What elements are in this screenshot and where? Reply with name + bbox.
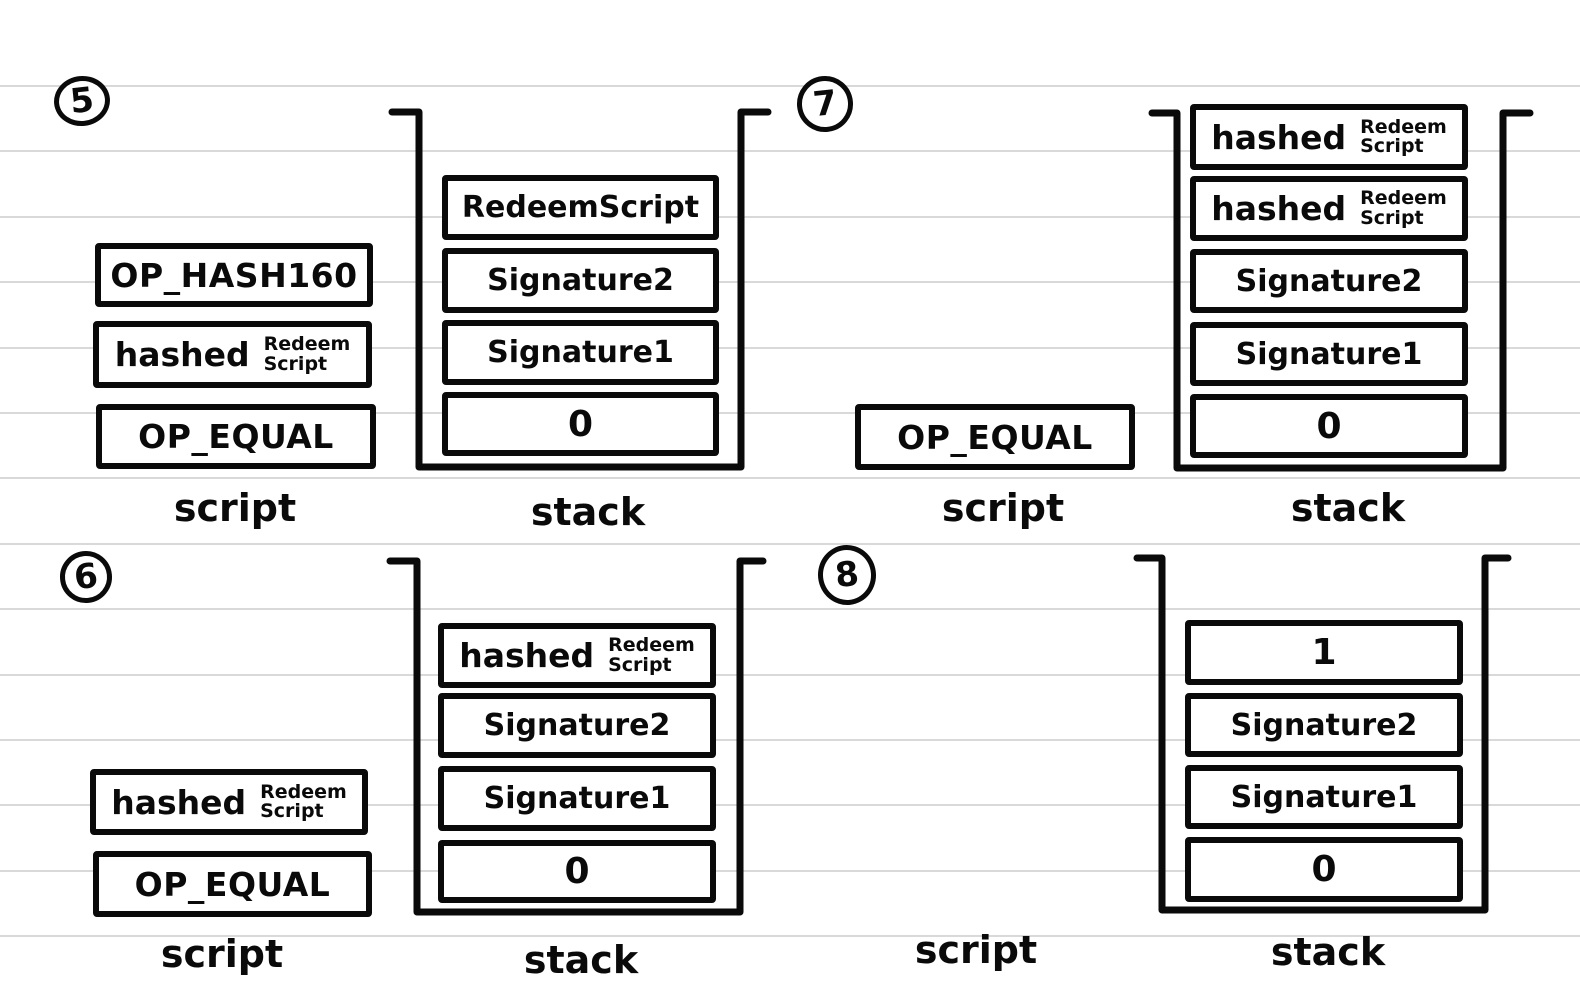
step-number: 8	[833, 553, 861, 597]
ruled-line	[0, 739, 1580, 741]
stack-item-box: 0	[442, 392, 719, 456]
stack-item-box: RedeemScript	[442, 175, 719, 240]
step-number-badge: 6	[57, 548, 115, 606]
script-column-label: script	[173, 486, 297, 530]
script-hashed-redeemscript-box: hashed Redeem Script	[93, 321, 372, 388]
script-line: Script	[1360, 135, 1424, 157]
redeem-line: Redeem	[1360, 115, 1447, 138]
step-number: 5	[68, 79, 96, 123]
ruled-line	[0, 870, 1580, 872]
stack-item-box: hashed Redeem Script	[1190, 104, 1468, 170]
redeem-line: Redeem	[1360, 187, 1447, 210]
stack-bracket	[1133, 554, 1512, 914]
step-number: 6	[72, 555, 100, 599]
stack-item-box: 0	[1185, 837, 1463, 902]
stack-item-label: Signature1	[487, 335, 674, 370]
stack-item-box: 0	[1190, 394, 1468, 458]
stack-column-label: stack	[1270, 930, 1386, 974]
stack-column-label: stack	[523, 938, 639, 982]
redeem-script-label: Redeem Script	[263, 333, 351, 375]
stack-item-box: Signature1	[1185, 765, 1463, 829]
ruled-line	[0, 477, 1580, 479]
stack-item-label: RedeemScript	[461, 190, 700, 225]
script-line: Script	[1360, 206, 1424, 229]
opcode-label: OP_EQUAL	[134, 864, 331, 904]
stack-item-label: 1	[1311, 632, 1337, 673]
stack-item-box: Signature2	[442, 248, 719, 313]
redeem-script-label: Redeem Script	[1360, 187, 1447, 229]
script-opcode-box: OP_EQUAL	[93, 851, 372, 917]
stack-item-label: Signature2	[1230, 707, 1418, 743]
ruled-line	[0, 804, 1580, 806]
hashed-label: hashed	[459, 636, 595, 675]
redeem-script-label: Redeem Script	[608, 634, 695, 676]
script-line: Script	[260, 800, 324, 822]
ruled-line	[0, 347, 1580, 349]
step-number-badge: 8	[815, 542, 879, 608]
stack-item-box: Signature2	[1190, 249, 1468, 313]
stack-item-box: Signature1	[442, 320, 719, 385]
script-column-label: script	[941, 486, 1065, 530]
stack-item-label: Signature2	[1235, 263, 1423, 299]
hashed-label: hashed	[1211, 189, 1347, 228]
step-number: 7	[811, 82, 839, 126]
ruled-line	[0, 412, 1580, 414]
stack-item-box: 0	[438, 840, 716, 903]
hashed-label: hashed	[114, 335, 250, 374]
ruled-line	[0, 216, 1580, 218]
ruled-line	[0, 935, 1580, 937]
redeem-line: Redeem	[608, 634, 695, 657]
step-number-badge: 5	[51, 73, 113, 129]
script-line: Script	[608, 653, 672, 676]
stack-item-label: 0	[567, 403, 594, 445]
stack-column-label: stack	[530, 490, 646, 534]
stack-item-label: Signature2	[483, 708, 671, 743]
stack-bracket	[386, 557, 767, 916]
script-opcode-box: OP_EQUAL	[855, 404, 1135, 470]
stack-item-box: Signature2	[1185, 693, 1463, 757]
redeem-line: Redeem	[260, 780, 347, 803]
ruled-line	[0, 150, 1580, 152]
redeem-script-label: Redeem Script	[260, 780, 347, 822]
opcode-label: OP_HASH160	[110, 255, 358, 295]
script-line: Script	[263, 352, 328, 375]
stack-item-label: Signature1	[1235, 336, 1423, 372]
stack-item-box: hashed Redeem Script	[1190, 176, 1468, 241]
hashed-label: hashed	[111, 782, 247, 822]
ruled-line	[0, 85, 1580, 87]
redeem-line: Redeem	[263, 333, 351, 356]
ruled-line	[0, 281, 1580, 283]
stack-item-label: 0	[1311, 849, 1337, 890]
stack-item-label: 0	[564, 851, 590, 892]
stack-item-box: Signature2	[438, 693, 716, 758]
stack-item-box: Signature1	[1190, 322, 1468, 386]
ruled-line	[0, 608, 1580, 610]
stack-item-label: Signature1	[1230, 779, 1418, 815]
stack-item-box: Signature1	[438, 766, 716, 831]
hashed-label: hashed	[1211, 117, 1347, 157]
ruled-line	[0, 674, 1580, 676]
script-column-label: script	[914, 928, 1038, 972]
script-opcode-box: OP_HASH160	[95, 243, 373, 307]
script-opcode-box: OP_EQUAL	[96, 404, 376, 469]
script-column-label: script	[160, 932, 284, 976]
stack-bracket	[1148, 109, 1534, 472]
stack-item-label: 0	[1316, 405, 1342, 447]
ruled-line	[0, 543, 1580, 545]
stack-item-box: 1	[1185, 620, 1463, 685]
script-hashed-redeemscript-box: hashed Redeem Script	[90, 769, 368, 835]
opcode-label: OP_EQUAL	[138, 417, 334, 456]
stack-bracket	[388, 108, 772, 471]
opcode-label: OP_EQUAL	[897, 417, 1093, 457]
stack-column-label: stack	[1290, 486, 1406, 530]
stack-item-label: Signature2	[487, 263, 674, 298]
stack-item-label: Signature1	[483, 781, 671, 816]
stack-item-box: hashed Redeem Script	[438, 623, 716, 688]
redeem-script-label: Redeem Script	[1360, 115, 1447, 157]
step-number-badge: 7	[794, 73, 856, 135]
